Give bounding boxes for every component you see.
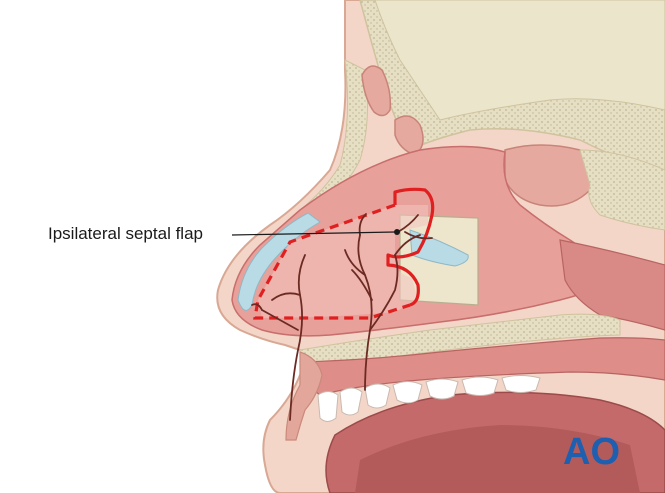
annotation-label: Ipsilateral septal flap: [48, 224, 203, 243]
flap-area: [258, 205, 428, 318]
nasopharynx: [559, 239, 665, 331]
septal-cartilage: [237, 212, 321, 311]
flap-solid-outline: [386, 187, 435, 307]
ao-logo: AO: [563, 431, 620, 470]
sphenoid-bone: [579, 149, 665, 231]
septal-vessels: [251, 213, 433, 421]
frontal-sinus: [361, 65, 392, 117]
teeth: [317, 375, 541, 422]
tongue-inner: [355, 425, 640, 493]
ethmoid-cells: [394, 115, 424, 156]
logo-text: AO: [563, 431, 620, 470]
flap-dashed-outline: [253, 203, 411, 320]
brain-region: [374, 0, 665, 121]
upper-lip: [285, 351, 323, 441]
leader-dot: [394, 229, 400, 235]
leader-line: [231, 231, 396, 236]
